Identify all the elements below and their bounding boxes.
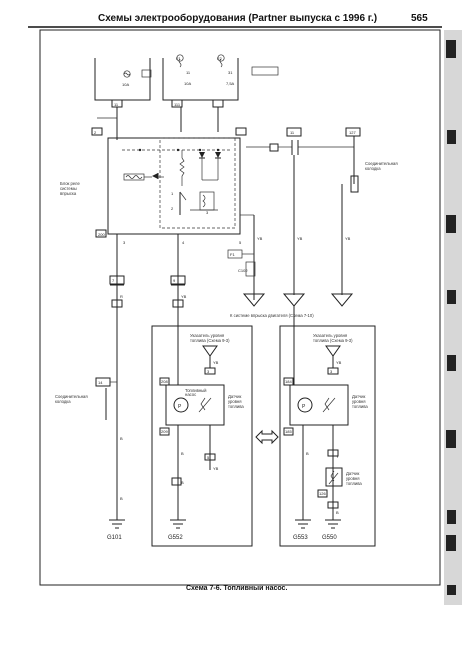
- right-connectors: 11 127 Соединительная колодка YB YB YB: [240, 127, 398, 300]
- svg-text:B: B: [336, 510, 339, 515]
- svg-text:впрыска: впрыска: [60, 191, 77, 196]
- svg-text:3: 3: [206, 210, 209, 215]
- figure-caption: Схема 7-6. Топливный насос.: [186, 585, 288, 592]
- svg-text:31: 31: [228, 70, 233, 75]
- svg-text:топлива (Схема 9-3): топлива (Схема 9-3): [190, 338, 230, 343]
- svg-text:5: 5: [207, 455, 210, 460]
- svg-text:200: 200: [98, 232, 105, 237]
- svg-text:B: B: [181, 480, 184, 485]
- svg-text:3: 3: [207, 369, 210, 374]
- svg-text:Соединительная: Соединительная: [365, 161, 398, 166]
- svg-text:C102: C102: [238, 268, 248, 273]
- svg-text:YB: YB: [297, 236, 303, 241]
- svg-text:3: 3: [123, 240, 126, 245]
- diagram-frame: [39, 29, 441, 586]
- svg-text:YB: YB: [345, 236, 351, 241]
- svg-text:10А: 10А: [184, 81, 191, 86]
- svg-text:К системе впрыска двигателя (С: К системе впрыска двигателя (Схема 7-10): [230, 313, 314, 318]
- svg-text:11: 11: [290, 130, 295, 135]
- svg-text:184: 184: [285, 379, 292, 384]
- svg-text:P: P: [178, 404, 182, 410]
- svg-text:уровня: уровня: [346, 476, 360, 481]
- inertia-switch: F1 C102: [227, 249, 256, 277]
- left-wires: 7 R 14 Соединительная колодка B B 9 YB: [55, 234, 187, 529]
- svg-text:111: 111: [174, 102, 181, 107]
- fuel-pump-module-left: Указатель уровня топлива (Схема 9-3) YB …: [151, 325, 253, 547]
- svg-text:Топливный: Топливный: [185, 388, 207, 393]
- svg-text:Датчик: Датчик: [228, 394, 242, 399]
- svg-text:Указатель уровня: Указатель уровня: [190, 333, 224, 338]
- ground-label-g550: G550: [322, 535, 337, 541]
- equivalence-arrow: [255, 429, 279, 445]
- svg-text:YB: YB: [257, 236, 263, 241]
- svg-text:P: P: [302, 404, 306, 410]
- svg-text:126: 126: [319, 491, 326, 496]
- fuel-pump-module-right: Указатель уровня топлива (Схема 9-3) YB …: [279, 306, 376, 547]
- svg-text:Y: Y: [336, 454, 339, 459]
- svg-text:топлива: топлива: [228, 404, 244, 409]
- svg-text:7: 7: [112, 278, 115, 283]
- svg-text:колодка: колодка: [55, 399, 71, 404]
- svg-text:F2: F2: [217, 56, 222, 61]
- svg-text:185: 185: [285, 429, 292, 434]
- svg-text:уровня: уровня: [352, 399, 366, 404]
- fuse-box-right: F1 F2 11 31 10А 7,5А 111: [162, 54, 279, 132]
- svg-text:B: B: [120, 496, 123, 501]
- svg-text:системы: системы: [60, 186, 77, 191]
- svg-text:YB: YB: [213, 466, 219, 471]
- svg-text:Указатель уровня: Указатель уровня: [313, 333, 347, 338]
- svg-text:насос: насос: [185, 392, 196, 397]
- svg-text:B: B: [181, 451, 184, 456]
- svg-text:уровня: уровня: [228, 399, 242, 404]
- svg-text:209: 209: [161, 429, 168, 434]
- ground-label-g101: G101: [107, 535, 122, 541]
- output-arrows: К системе впрыска двигателя (Схема 7-10): [230, 293, 354, 318]
- svg-text:топлива: топлива: [352, 404, 368, 409]
- svg-text:Блок реле: Блок реле: [60, 181, 80, 186]
- page-number: 565: [411, 13, 428, 24]
- svg-text:YB: YB: [213, 360, 219, 365]
- svg-text:F1: F1: [230, 252, 235, 257]
- svg-text:колодка: колодка: [365, 166, 381, 171]
- page-edge-shadow: [444, 30, 462, 605]
- svg-text:YB: YB: [336, 360, 342, 365]
- svg-text:топлива (Схема 9-3): топлива (Схема 9-3): [313, 338, 353, 343]
- svg-text:2: 2: [94, 130, 97, 135]
- svg-text:Соединительная: Соединительная: [55, 394, 88, 399]
- svg-text:5: 5: [239, 240, 242, 245]
- svg-text:11: 11: [114, 102, 119, 107]
- svg-text:R: R: [120, 294, 123, 299]
- svg-text:7,5А: 7,5А: [226, 81, 235, 86]
- page-edge-marks: [446, 40, 456, 595]
- ground-label-g553: G553: [293, 535, 308, 541]
- svg-text:топлива: топлива: [346, 481, 362, 486]
- svg-text:2: 2: [171, 206, 174, 211]
- svg-text:Датчик: Датчик: [346, 471, 360, 476]
- relay-block: 2: [60, 117, 247, 245]
- svg-text:11: 11: [186, 70, 191, 75]
- svg-text:208: 208: [161, 379, 168, 384]
- fuse-box-left: 10А 11: [94, 58, 152, 118]
- svg-text:14: 14: [98, 380, 103, 385]
- page-title: Схемы электрооборудования (Partner выпус…: [98, 13, 378, 24]
- svg-text:9: 9: [173, 278, 176, 283]
- svg-text:B: B: [120, 436, 123, 441]
- svg-text:127: 127: [349, 130, 356, 135]
- svg-text:10А: 10А: [122, 82, 129, 87]
- svg-text:3: 3: [330, 369, 333, 374]
- svg-text:1: 1: [171, 191, 174, 196]
- svg-text:B: B: [306, 451, 309, 456]
- svg-text:YB: YB: [181, 294, 187, 299]
- svg-text:F1: F1: [176, 56, 181, 61]
- svg-text:4: 4: [182, 240, 185, 245]
- svg-text:Датчик: Датчик: [352, 394, 366, 399]
- ground-label-g552: G552: [168, 535, 183, 541]
